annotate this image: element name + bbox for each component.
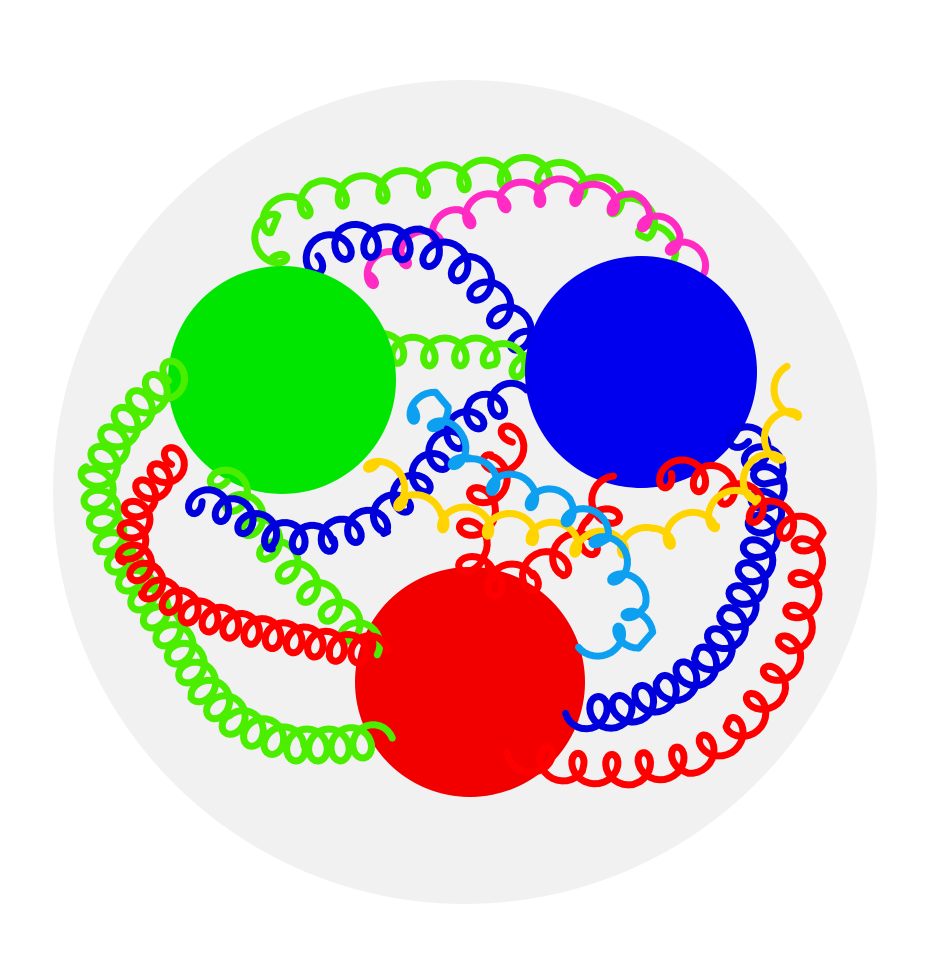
- lightblue-center-coil: [406, 388, 657, 660]
- green-sphere: [168, 266, 396, 494]
- red-sphere: [355, 567, 585, 797]
- green-top-arc-coil: [251, 153, 680, 270]
- coil-layer-front: [77, 357, 827, 789]
- red-left-coil: [115, 444, 392, 667]
- green-inner-coil: [357, 330, 558, 381]
- magenta-top-coil: [363, 175, 710, 290]
- green-left-loop-coil: [77, 357, 396, 765]
- blue-right-coil: [562, 423, 788, 733]
- red-right-coil: [503, 456, 827, 789]
- coil-layer-back: [251, 153, 710, 395]
- blue-sphere: [525, 256, 757, 488]
